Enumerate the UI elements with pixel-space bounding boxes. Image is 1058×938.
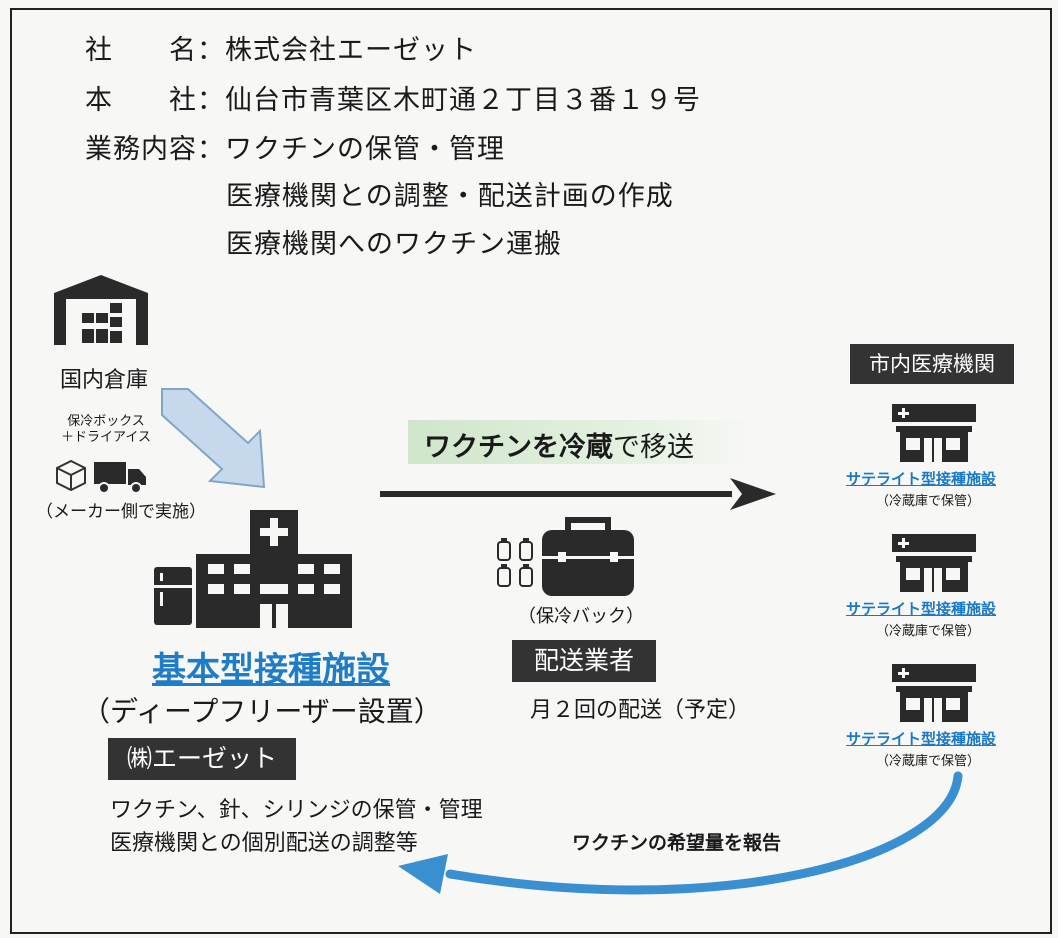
satellite-note-3: （冷蔵庫で保管）	[876, 754, 981, 769]
report-label: ワクチンの希望量を報告	[572, 832, 782, 854]
clinic-icon-1	[892, 404, 976, 462]
packing-line-1: 保冷ボックス	[67, 414, 145, 429]
satellite-name-3: サテライト型接種施設	[846, 730, 997, 748]
company-business-row: 業務内容：ワクチンの保管・管理	[85, 127, 505, 166]
cooler-bag-label: （保冷バック）	[518, 606, 644, 627]
maker-note: （メーカー側で実施）	[36, 502, 206, 522]
main-transfer-arrow	[380, 478, 776, 510]
ice-pack-icon	[497, 538, 533, 587]
base-facility-subtitle: （ディープフリーザー設置）	[82, 695, 442, 728]
hospital-icon	[196, 510, 352, 628]
packing-text: 保冷ボックス ＋ドライアイス	[56, 414, 156, 446]
satellite-name-2: サテライト型接種施設	[846, 600, 997, 618]
clinic-icon-3	[892, 664, 976, 722]
packing-line-2: ＋ドライアイス	[61, 430, 151, 445]
business-item-1: ワクチンの保管・管理	[225, 134, 505, 165]
az-line-1: ワクチン、針、シリンジの保管・管理	[110, 798, 483, 823]
satellite-note-1: （冷蔵庫で保管）	[876, 494, 981, 509]
delivery-schedule: 月２回の配送（予定）	[530, 698, 751, 723]
company-name-label: 社 名：	[85, 35, 225, 66]
warehouse-icon	[54, 275, 148, 345]
warehouse-to-base-arrow	[161, 388, 266, 489]
business-item-3: 医療機関へのワクチン運搬	[226, 229, 562, 260]
report-curved-arrow	[398, 771, 963, 895]
truck-icon	[94, 462, 146, 494]
company-name-row: 社 名：株式会社エーゼット	[85, 28, 477, 67]
freezer-icon	[154, 567, 192, 625]
company-hq-row: 本 社：仙台市青葉区木町通２丁目３番１９号	[85, 78, 701, 117]
company-hq: 仙台市青葉区木町通２丁目３番１９号	[225, 85, 701, 116]
transfer-text: ワクチンを冷蔵で移送	[424, 425, 694, 464]
az-line-2: 医療機関との個別配送の調整等	[110, 831, 418, 856]
warehouse-label: 国内倉庫	[60, 368, 149, 393]
clinic-icon-2	[892, 534, 976, 592]
delivery-badge: 配送業者	[512, 640, 656, 682]
transfer-bold: ワクチンを冷蔵	[424, 432, 613, 463]
transfer-rest: で移送	[613, 432, 694, 463]
az-badge: ㈱エーゼット	[108, 738, 296, 780]
document-frame	[10, 8, 1052, 934]
transfer-band	[408, 420, 750, 464]
box-icon	[56, 459, 86, 492]
cooler-bag-icon	[542, 517, 634, 596]
business-item-2: 医療機関との調整・配送計画の作成	[226, 181, 674, 212]
satellite-name-1: サテライト型接種施設	[846, 470, 997, 488]
city-medical-label: 市内医療機関	[850, 344, 1014, 384]
company-hq-label: 本 社：	[85, 85, 225, 116]
company-name: 株式会社エーゼット	[225, 35, 477, 66]
base-facility-title: 基本型接種施設	[152, 650, 390, 690]
company-business-label: 業務内容：	[85, 134, 225, 165]
satellite-note-2: （冷蔵庫で保管）	[876, 624, 981, 639]
